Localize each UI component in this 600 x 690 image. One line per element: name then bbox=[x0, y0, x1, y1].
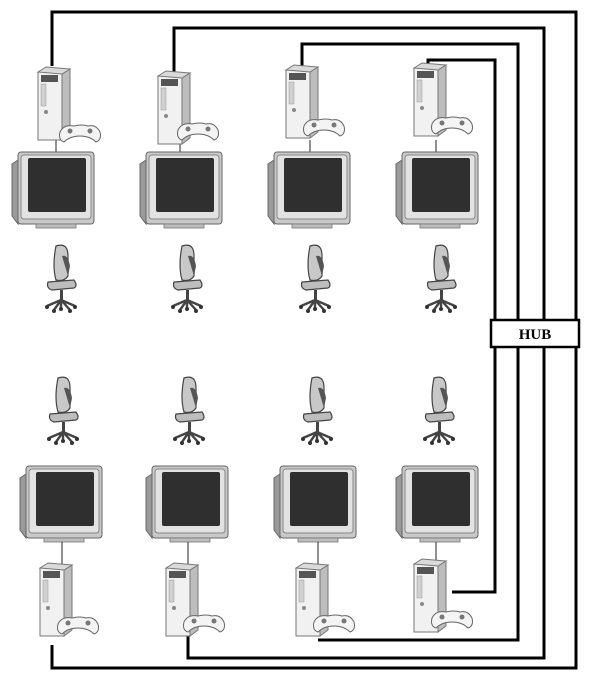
network-hub: HUB bbox=[489, 318, 581, 349]
office-chair-icon bbox=[169, 243, 205, 315]
gamepad-icon bbox=[177, 122, 219, 141]
station-A2 bbox=[139, 70, 223, 315]
office-chair-icon bbox=[43, 243, 79, 315]
gamepad-icon bbox=[313, 614, 355, 633]
crt-monitor-icon bbox=[395, 465, 479, 543]
station-A3 bbox=[267, 64, 351, 315]
gamepad-icon bbox=[431, 610, 473, 629]
office-chair-icon bbox=[299, 375, 335, 447]
cable-a4 bbox=[426, 58, 497, 594]
crt-monitor-icon bbox=[11, 151, 95, 229]
station-B1 bbox=[19, 375, 103, 637]
crt-monitor-icon bbox=[139, 151, 223, 229]
office-chair-icon bbox=[421, 375, 457, 447]
cable-a2 bbox=[172, 26, 546, 660]
gamepad-icon bbox=[59, 124, 101, 143]
crt-monitor-icon bbox=[19, 465, 103, 543]
gamepad-icon bbox=[431, 116, 473, 135]
station-A4 bbox=[395, 62, 479, 315]
gamepad-icon bbox=[183, 614, 225, 633]
office-chair-icon bbox=[171, 375, 207, 447]
station-A1 bbox=[11, 66, 101, 315]
office-chair-icon bbox=[423, 243, 459, 315]
gamepad-icon bbox=[303, 118, 345, 137]
crt-monitor-icon bbox=[145, 465, 229, 543]
hub-box bbox=[489, 318, 581, 349]
gamepad-icon bbox=[57, 616, 99, 635]
station-B3 bbox=[273, 375, 357, 637]
crt-monitor-icon bbox=[273, 465, 357, 543]
hub-label: HUB bbox=[519, 327, 552, 343]
office-chair-icon bbox=[297, 243, 333, 315]
station-B2 bbox=[145, 375, 229, 637]
crt-monitor-icon bbox=[395, 151, 479, 229]
station-B4 bbox=[395, 375, 479, 633]
office-chair-icon bbox=[45, 375, 81, 447]
crt-monitor-icon bbox=[267, 151, 351, 229]
cable-a3 bbox=[300, 42, 520, 642]
